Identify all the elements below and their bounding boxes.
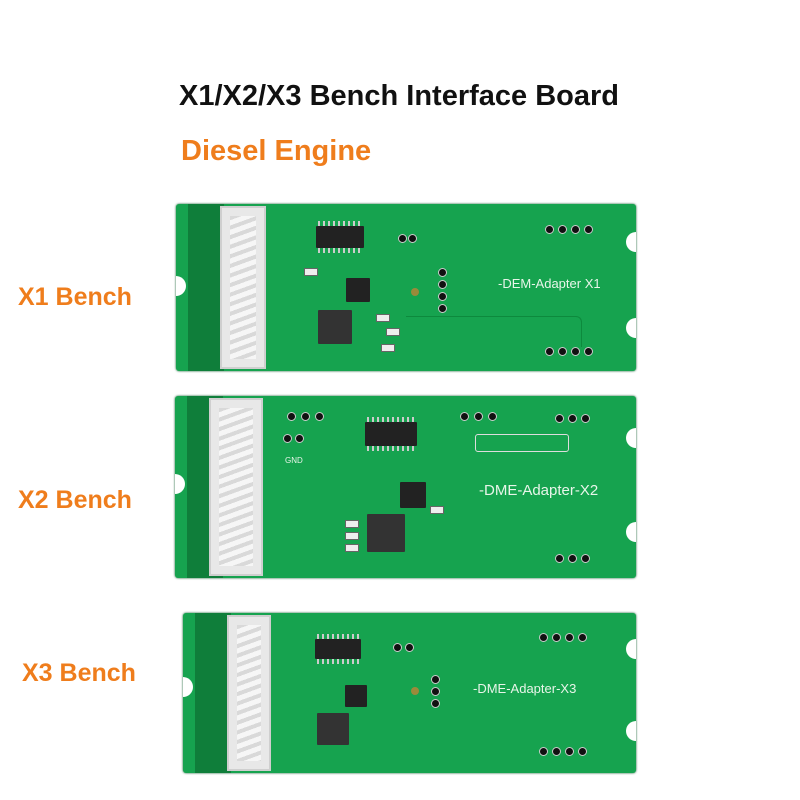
- ribbon-connector: [227, 615, 271, 771]
- ic-chip: [365, 417, 417, 451]
- pcb-board-x2: GND -DME-Adapter-X2: [175, 396, 636, 578]
- board-silkscreen: -DEM-Adapter X1: [498, 276, 601, 291]
- ribbon-connector: [220, 206, 266, 369]
- ic-chip: [345, 685, 367, 707]
- board-silkscreen: -DME-Adapter-X3: [473, 681, 577, 696]
- pcb-board-x1: -DEM-Adapter X1: [176, 204, 636, 371]
- ic-chip: [367, 514, 405, 552]
- board-silkscreen: -DME-Adapter-X2: [479, 482, 599, 499]
- bench-label-x2: X2 Bench: [18, 486, 132, 514]
- pcb-board-x3: -DME-Adapter-X3: [183, 613, 636, 773]
- ic-chip: [315, 634, 361, 664]
- ic-chip: [317, 713, 349, 745]
- ic-chip: [316, 221, 364, 253]
- ic-chip: [400, 482, 426, 508]
- bench-label-x1: X1 Bench: [18, 283, 132, 311]
- ic-chip: [318, 310, 352, 344]
- page-title: X1/X2/X3 Bench Interface Board: [179, 80, 619, 112]
- bench-label-x3: X3 Bench: [22, 659, 136, 687]
- engine-type-subtitle: Diesel Engine: [181, 135, 372, 167]
- ribbon-connector: [209, 398, 263, 576]
- gnd-label: GND: [285, 456, 303, 465]
- ic-chip: [346, 278, 370, 302]
